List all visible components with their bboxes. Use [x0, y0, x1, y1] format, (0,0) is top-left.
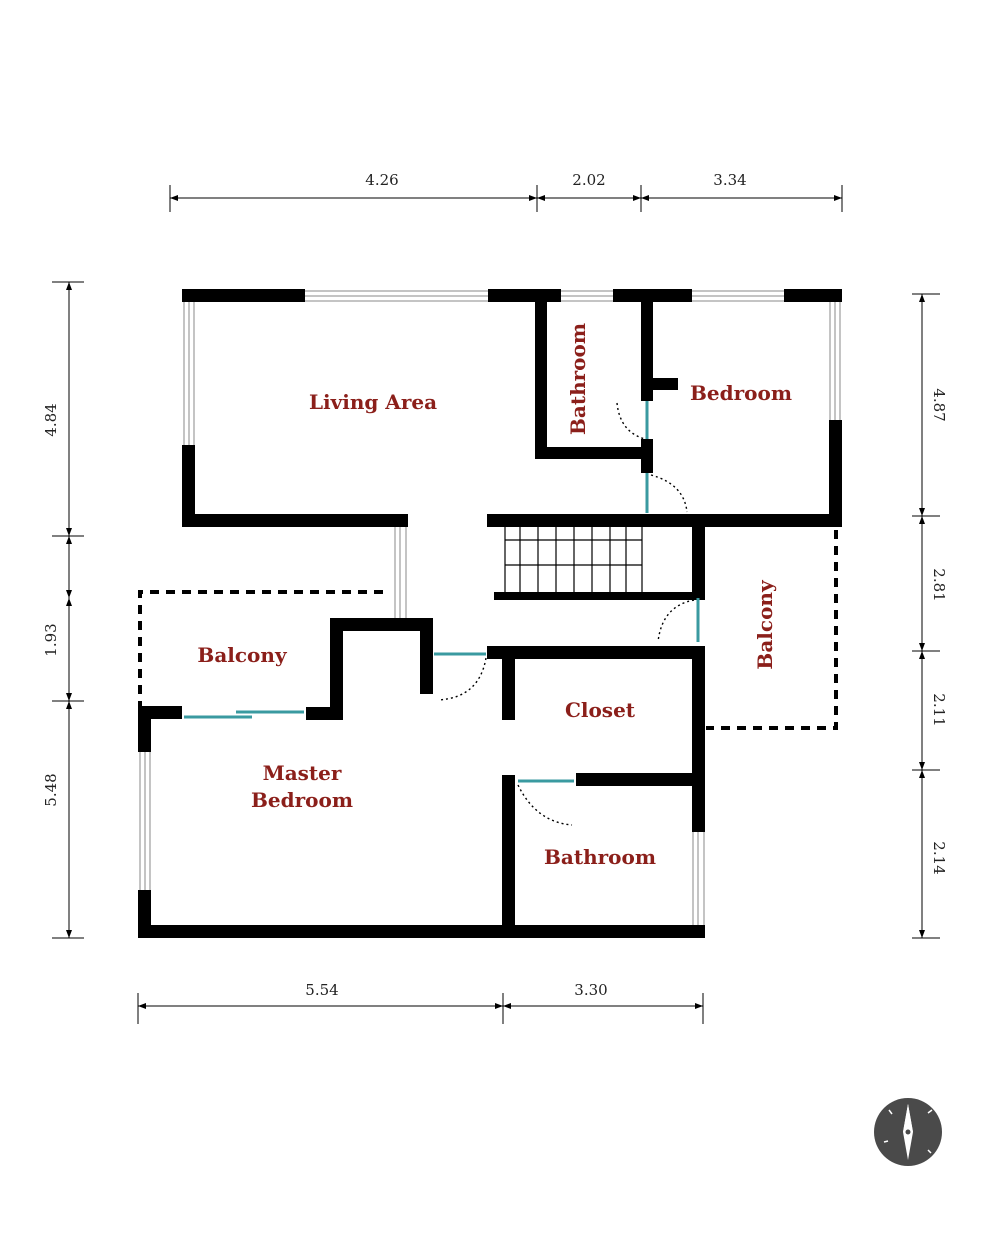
dimension-right: 4.87 2.81 2.11 2.14 [912, 293, 948, 939]
doors [184, 401, 700, 826]
label-master-bedroom-2: Bedroom [251, 788, 353, 812]
staircase [504, 527, 643, 592]
label-living-area: Living Area [309, 390, 437, 414]
dimension-top: 4.26 2.02 3.34 [169, 171, 843, 212]
dim-top-2: 2.02 [572, 171, 605, 189]
label-bathroom-bottom: Bathroom [544, 845, 656, 869]
windows [138, 289, 842, 925]
dim-bottom-2: 3.30 [574, 981, 607, 999]
balcony-outlines [138, 530, 838, 730]
dim-right-3: 2.11 [930, 693, 948, 726]
dim-bottom-1: 5.54 [305, 981, 338, 999]
dim-top-3: 3.34 [713, 171, 746, 189]
label-closet: Closet [565, 698, 636, 722]
dimension-bottom: 5.54 3.30 [137, 981, 704, 1024]
label-master-bedroom-1: Master [263, 761, 342, 785]
label-bathroom-top: Bathroom [566, 323, 590, 435]
dimension-left: 4.84 1.93 5.48 [42, 281, 84, 939]
dim-left-1: 4.84 [42, 403, 60, 436]
label-balcony-left: Balcony [197, 643, 288, 667]
label-bedroom: Bedroom [690, 381, 792, 405]
dim-left-3: 5.48 [42, 773, 60, 806]
dim-top-1: 4.26 [365, 171, 398, 189]
dim-left-2: 1.93 [42, 623, 60, 656]
label-balcony-right: Balcony [753, 579, 777, 670]
dim-right-1: 4.87 [930, 388, 948, 421]
dim-right-2: 2.81 [930, 568, 948, 601]
dim-right-4: 2.14 [930, 841, 948, 874]
room-labels: Living Area Bathroom Bedroom Balcony Bal… [197, 323, 792, 869]
compass-icon [874, 1098, 942, 1166]
